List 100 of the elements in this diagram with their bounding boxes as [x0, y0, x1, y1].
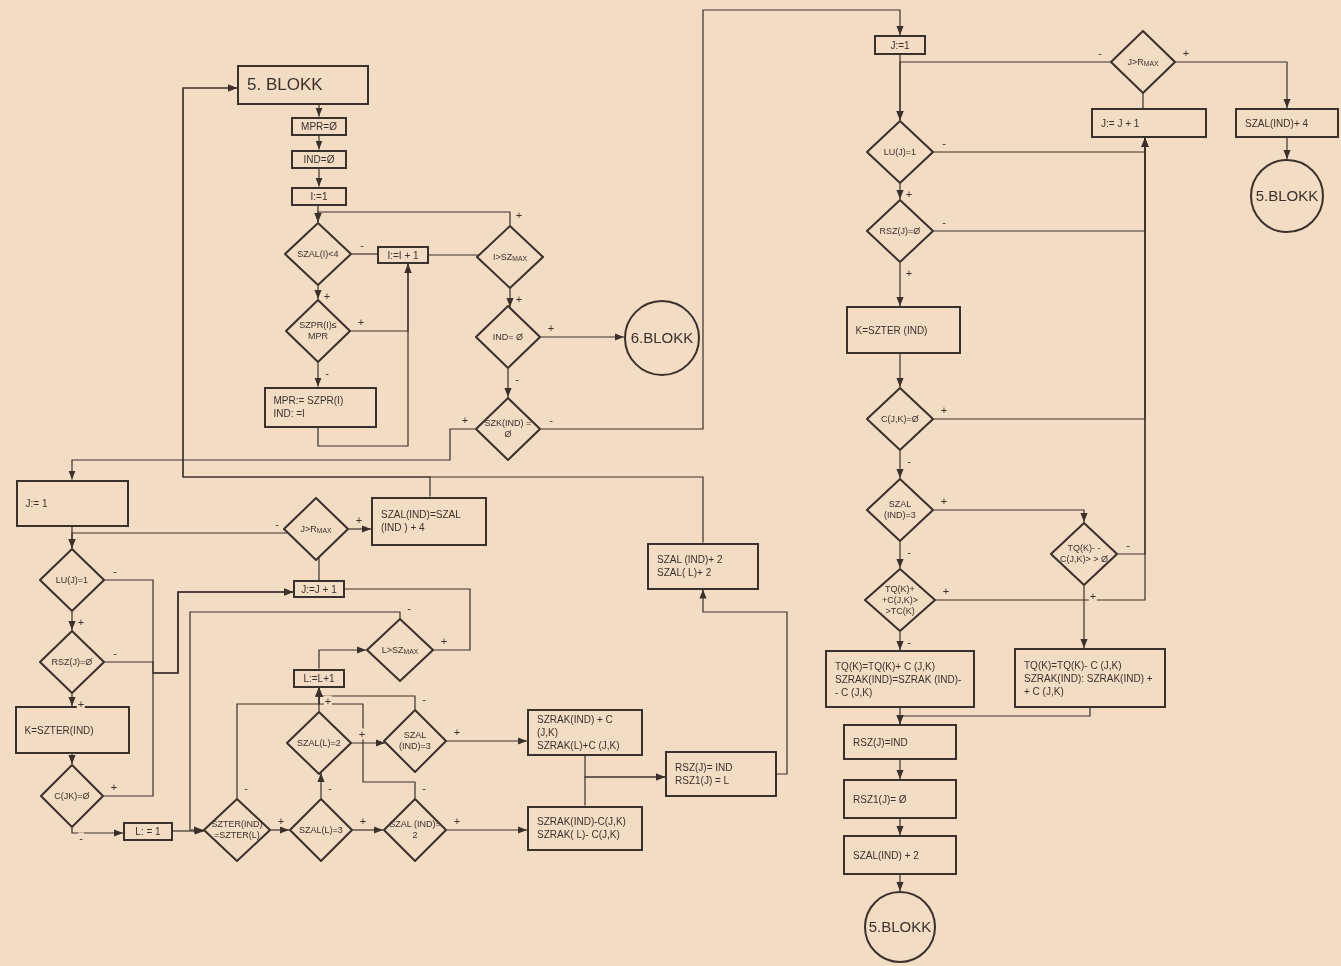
edge-label: + — [356, 316, 366, 328]
process-box — [14, 706, 130, 754]
edge-label: + — [76, 698, 86, 710]
arrow — [896, 353, 904, 388]
condition-text: C(J,K)=Ø — [880, 413, 920, 425]
edge-label: + — [109, 781, 119, 793]
arrow — [317, 263, 412, 447]
statement-text: RSZ(J)=IND — [853, 735, 908, 749]
block-label: 5.BLOKK — [1255, 185, 1319, 206]
arrow — [348, 525, 372, 533]
decision-diamond — [289, 798, 353, 862]
edge-label: + — [460, 414, 470, 426]
statement-text: SZAL(IND)=SZAL (IND ) + 4 — [381, 508, 462, 534]
condition-text: I>SZ$_{MAX}$ — [492, 251, 528, 263]
arrow — [71, 827, 124, 837]
arrow — [896, 874, 904, 892]
process-box — [263, 386, 377, 428]
statement-text: I:=1 — [310, 189, 328, 203]
condition-text: J>R$_{MAX}$ — [299, 523, 333, 535]
edge-label: + — [358, 815, 368, 827]
statement-text: K=SZTER (IND) — [855, 323, 928, 337]
edge-label: + — [546, 322, 556, 334]
arrow — [896, 541, 904, 569]
statement-text: IND=Ø — [303, 152, 335, 166]
edge-label: + — [904, 267, 914, 279]
condition-text: C(JK)=Ø — [53, 790, 91, 802]
process-box — [1014, 648, 1166, 708]
decision-diamond — [866, 478, 934, 542]
decision-diamond — [203, 798, 271, 862]
process-box — [371, 496, 487, 546]
process-box — [377, 246, 429, 264]
statement-text: TQ(K)=TQ(K)+ C (J,K) — [835, 659, 935, 673]
statement-text: J:= J + 1 — [1101, 116, 1140, 130]
decision-diamond — [366, 618, 434, 682]
edge-label: + — [514, 293, 524, 305]
statement-text: SZRAK(IND)=SZRAK (IND)- - C (J,K) — [835, 672, 963, 699]
condition-text: LU(J)=1 — [882, 146, 918, 158]
arrow — [933, 509, 1088, 523]
condition-text: L>SZ$_{MAX}$ — [380, 644, 420, 656]
decision-diamond — [285, 299, 351, 363]
arrow — [935, 137, 1149, 601]
condition-text: TQ(K)- -C(J,K)> > Ø — [1059, 543, 1109, 565]
statement-text: RSZ1(J) = L — [675, 774, 730, 787]
arrow — [1175, 61, 1291, 109]
decision-diamond — [39, 548, 105, 612]
statement-text: SZRAK(IND): SZRAK(IND) + + C (J,K) — [1024, 671, 1154, 698]
arrow — [896, 183, 904, 200]
decision-diamond — [1050, 522, 1118, 586]
edge-label: + — [514, 209, 524, 221]
arrow — [68, 753, 76, 765]
arrow — [540, 9, 904, 430]
statement-text: MPR=Ø — [301, 119, 337, 133]
statement-text: SZRAK( L)- C(J,K) — [537, 828, 620, 841]
decision-diamond — [866, 199, 934, 263]
edge-label: + — [323, 695, 333, 707]
decision-diamond — [1110, 30, 1176, 94]
block-label: 5.BLOKK — [868, 916, 932, 937]
decision-diamond — [866, 387, 934, 451]
condition-text: SZTER(IND) =SZTER(L) — [210, 819, 264, 841]
condition-text: SZK(IND) = Ø — [483, 418, 533, 440]
decision-diamond — [40, 764, 104, 828]
process-box — [845, 306, 961, 354]
process-box — [527, 805, 643, 851]
arrow — [584, 773, 666, 807]
arrow — [314, 211, 511, 226]
arrow — [896, 262, 904, 307]
arrow — [314, 362, 322, 388]
process-box — [1235, 108, 1339, 138]
statement-text: 5. BLOKK — [247, 74, 323, 97]
decision-diamond — [475, 305, 541, 369]
edge-label: + — [76, 616, 86, 628]
condition-text: RSZ(J)=Ø — [50, 656, 94, 668]
condition-text: J>R$_{MAX}$ — [1126, 56, 1160, 68]
condition-text: SZAL(L)=3 — [298, 824, 344, 836]
condition-text: SZAL (IND)=3 — [883, 499, 917, 521]
decision-diamond — [383, 798, 447, 862]
arrow — [68, 428, 476, 481]
statement-text: SZAL(IND)+ 4 — [1245, 116, 1309, 130]
edge-label: + — [452, 726, 462, 738]
arrow — [896, 61, 1111, 121]
process-box — [237, 65, 369, 105]
decision-diamond — [383, 709, 447, 773]
arrow — [504, 368, 512, 398]
arrow — [896, 818, 904, 836]
condition-text: SZAL (IND)=3 — [398, 730, 432, 752]
edge-label: + — [904, 188, 914, 200]
arrow — [446, 737, 528, 745]
decision-diamond — [283, 497, 349, 561]
process-box — [293, 580, 345, 598]
statement-text: SZAL(IND) + 2 — [853, 848, 919, 862]
decision-diamond — [475, 397, 541, 461]
process-box — [874, 35, 926, 55]
arrow — [68, 611, 76, 631]
statement-text: J:=1 — [890, 38, 910, 52]
process-box — [825, 650, 975, 708]
edge-label: + — [1088, 590, 1098, 602]
edge-label: + — [357, 728, 367, 740]
arrow — [315, 167, 323, 188]
process-box — [291, 149, 347, 169]
condition-text: SZAL(L)=2 — [296, 737, 342, 749]
